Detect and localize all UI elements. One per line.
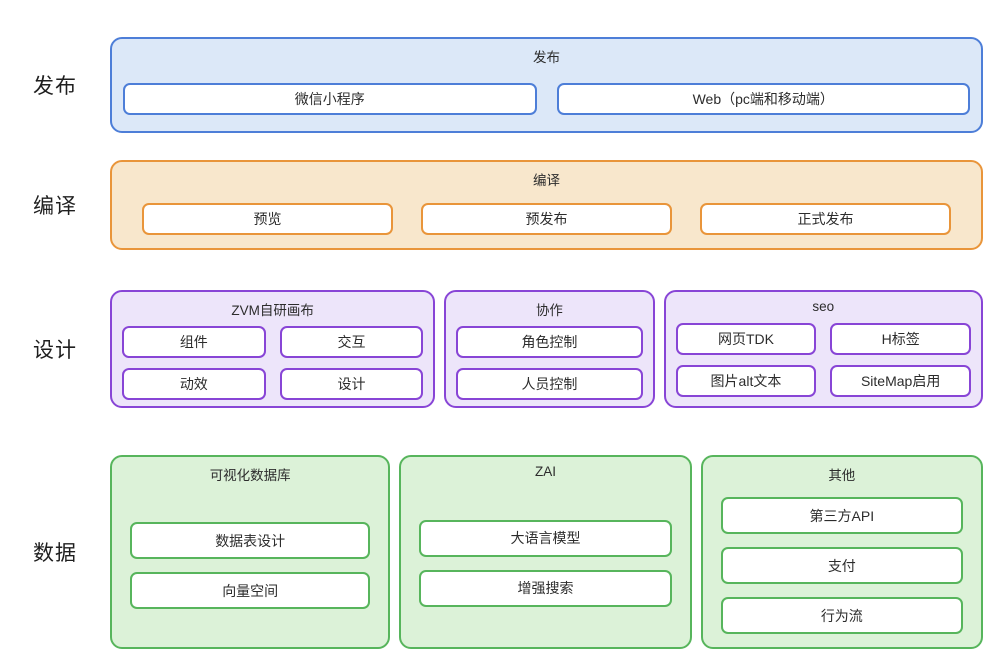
item-box: 行为流 [720, 597, 963, 634]
item-box: 微信小程序 [123, 82, 537, 115]
group-items: 数据表设计向量空间 [112, 484, 388, 647]
group-box-compile-0: 编译预览预发布正式发布 [110, 160, 983, 250]
group-title: ZVM自研画布 [231, 303, 314, 318]
layer-label-data: 数据 [33, 542, 77, 565]
item-box: 交互 [279, 325, 424, 358]
item-box: 角色控制 [456, 325, 643, 358]
item-box: 动效 [122, 367, 266, 400]
layer-label-col: 数据 [0, 455, 110, 649]
item-box: 大语言模型 [419, 519, 672, 557]
group-title: 编译 [533, 173, 560, 188]
layer-row-compile: 编译编译预览预发布正式发布 [0, 160, 1001, 250]
layer-label-col: 编译 [0, 160, 110, 250]
group-items: 第三方API 支付行为流 [703, 484, 981, 647]
group-title: 协作 [535, 303, 563, 318]
item-box: 数据表设计 [130, 522, 371, 559]
group-items: 微信小程序 Web（pc端和移动端） [112, 66, 981, 131]
group-box-design-2: seo 网页TDK H标签图片alt文本 SiteMap启用 [663, 290, 983, 408]
group-box-data-0: 可视化数据库数据表设计向量空间 [110, 455, 391, 649]
item-box: 网页TDK [675, 323, 817, 355]
group-items: 角色控制人员控制 [446, 319, 652, 406]
group-items: 组件交互动效设计 [112, 319, 433, 406]
layer-label-col: 设计 [0, 290, 110, 408]
group-title: 可视化数据库 [209, 468, 291, 483]
layer-label-publish: 发布 [33, 75, 77, 98]
group-items: 网页TDK H标签图片alt文本 SiteMap启用 [666, 314, 981, 406]
layer-label-col: 发布 [0, 37, 110, 133]
item-box: 设计 [279, 367, 424, 400]
item-box: H标签 [830, 323, 971, 355]
group-title: 其他 [828, 468, 856, 483]
item-box: 增强搜索 [419, 569, 672, 607]
item-box: 支付 [720, 547, 963, 584]
item-box: SiteMap启用 [830, 365, 971, 397]
layer-label-design: 设计 [33, 339, 77, 362]
item-box: 第三方API [720, 497, 963, 534]
group-title: 发布 [533, 50, 560, 65]
group-box-data-2: 其他第三方API 支付行为流 [700, 455, 983, 649]
item-box: 人员控制 [456, 367, 643, 400]
group-title: ZAI [535, 464, 557, 479]
group-box-publish-0: 发布微信小程序 Web（pc端和移动端） [110, 37, 983, 133]
item-box: 正式发布 [700, 202, 951, 235]
layer-content: 发布微信小程序 Web（pc端和移动端） [110, 37, 983, 133]
item-box: 预览 [142, 202, 393, 235]
group-items: 大语言模型增强搜索 [401, 479, 689, 647]
group-box-design-1: 协作角色控制人员控制 [444, 290, 655, 408]
item-box: 组件 [122, 325, 266, 358]
group-box-design-0: ZVM自研画布组件交互动效设计 [110, 290, 436, 408]
group-items: 预览预发布正式发布 [112, 189, 981, 248]
item-box: 向量空间 [130, 572, 371, 609]
layer-label-compile: 编译 [33, 195, 77, 218]
item-box: 预发布 [421, 202, 672, 235]
group-title: seo [812, 299, 835, 314]
layer-content: 编译预览预发布正式发布 [110, 160, 983, 250]
item-box: 图片alt文本 [675, 365, 817, 397]
item-box: Web（pc端和移动端） [556, 82, 970, 115]
